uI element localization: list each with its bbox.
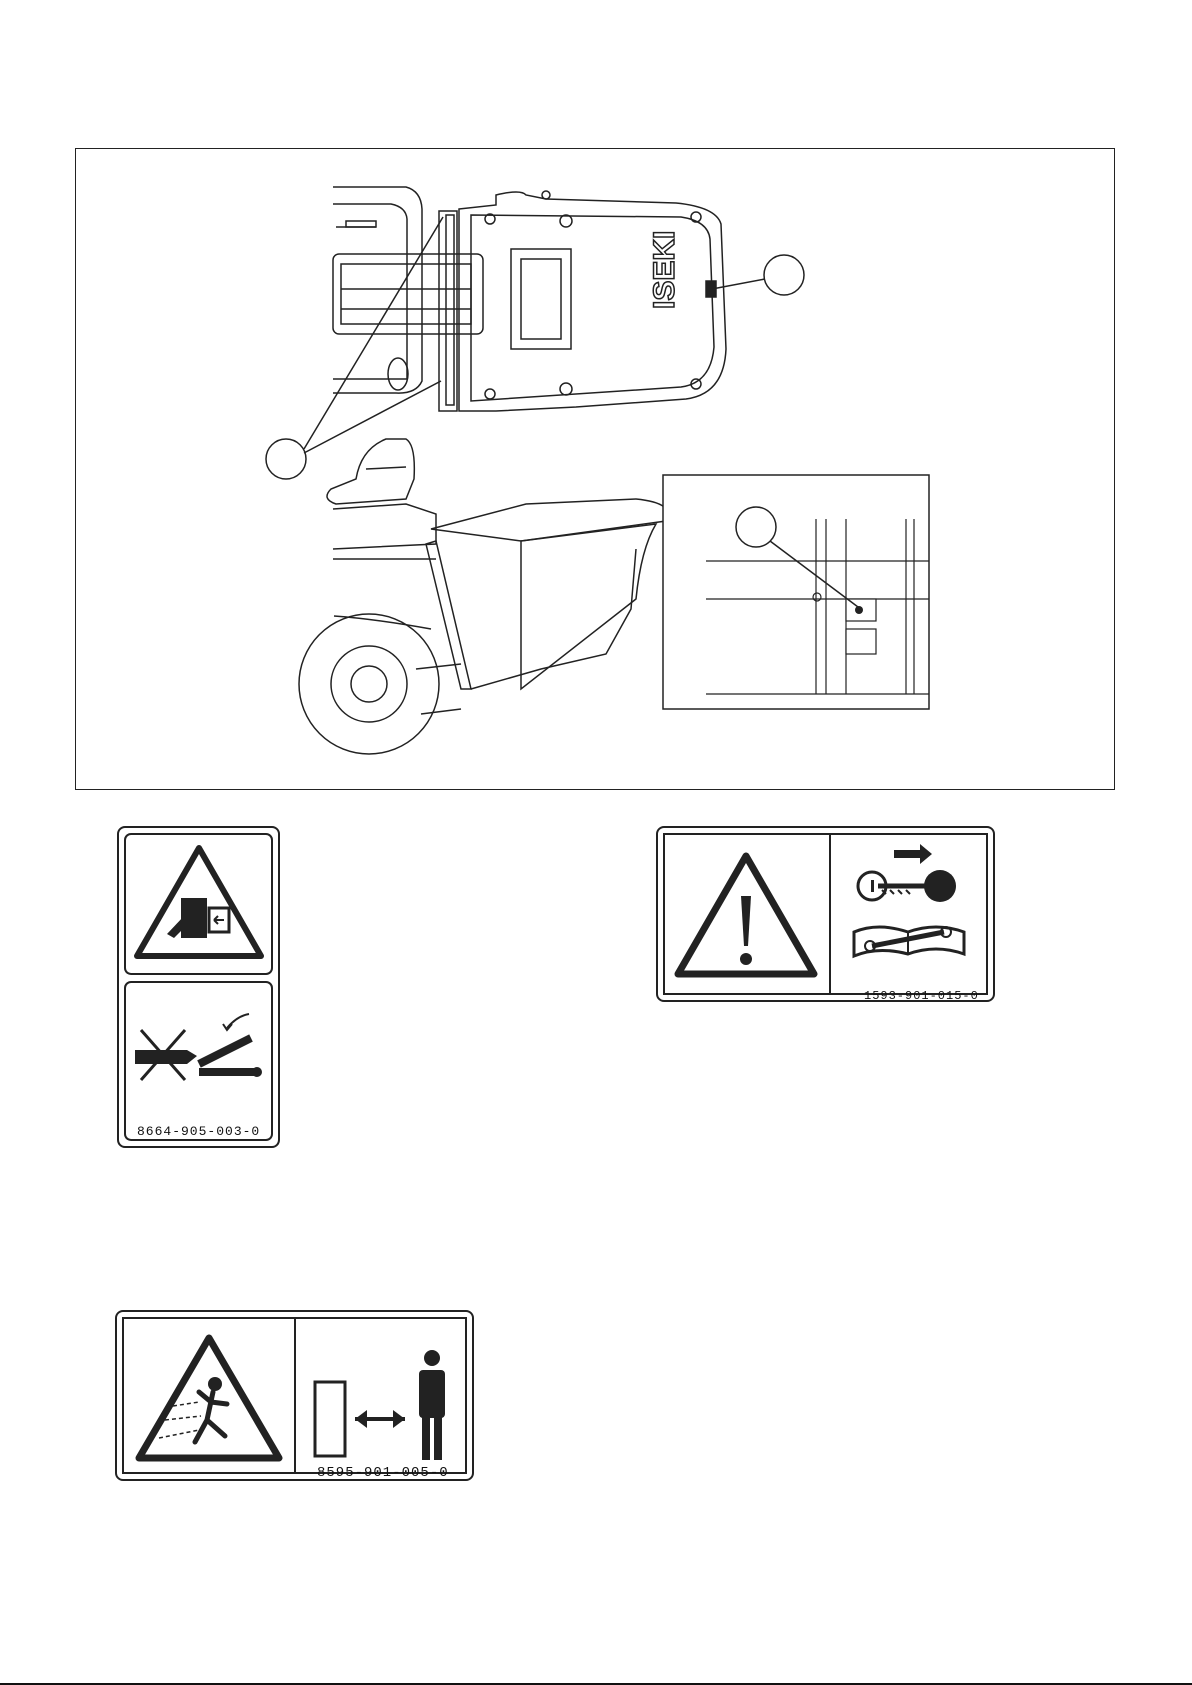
callout-hinge-circle <box>266 439 306 479</box>
part-number: 1593-901-015-0 <box>864 989 979 1003</box>
label-crush-hazard: 8664-905-003-0 <box>117 826 280 1148</box>
label-thrown-objects: 8595-901-005-0 <box>115 1310 474 1481</box>
part-number: 8664-905-003-0 <box>137 1124 260 1139</box>
grass-box-top <box>459 192 726 411</box>
keep-distance-icon <box>315 1350 445 1460</box>
brand-text: ISEKI <box>648 231 681 309</box>
mower-line-drawing: ISEKI <box>76 149 1116 791</box>
detail-inset <box>663 475 929 709</box>
deck-outline <box>333 187 422 393</box>
pinch-arm-icon <box>199 1014 262 1077</box>
mower-figure-frame: ISEKI <box>75 148 1115 790</box>
remove-key-icon <box>858 844 956 902</box>
grass-box-side <box>431 499 668 541</box>
rear-wheel <box>299 614 439 754</box>
crush-hazard-icon <box>137 848 261 956</box>
label-warning-manual: 1593-901-015-0 <box>656 826 995 1002</box>
no-hand-icon <box>135 1030 197 1080</box>
manual-wrench-icon <box>854 927 964 956</box>
warning-exclamation-icon <box>678 856 814 974</box>
callout-rear-circle <box>764 255 804 295</box>
part-number: 8595-901-005-0 <box>317 1465 449 1481</box>
thrown-objects-icon <box>139 1338 279 1458</box>
